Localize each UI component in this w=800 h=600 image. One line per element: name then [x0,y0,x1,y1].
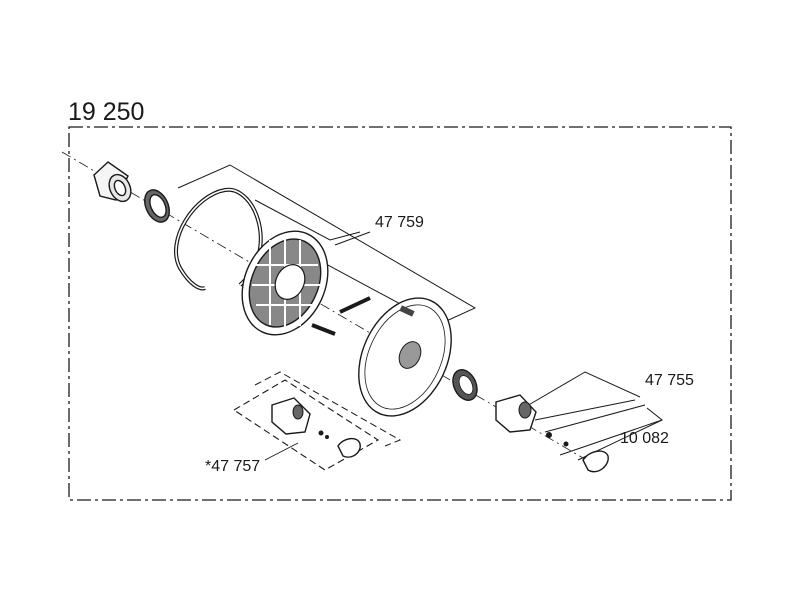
snap-ring-part [174,187,263,291]
callout-alt-handle-set: *47 757 [205,458,260,475]
handle-part [495,394,609,473]
seal-ring-part [144,189,170,223]
assembly-number: 19 250 [68,98,144,126]
callout-cap: 10 082 [620,430,669,447]
callout-handle-set: 47 755 [645,372,694,389]
rosette-ring-part [452,369,478,401]
screw-small-part [563,441,569,447]
callout-rosette-set: 47 759 [375,214,424,231]
rosette-cover-part [358,297,452,417]
outer-frame [68,126,732,501]
alt-handle-part [271,397,361,458]
alt-set-outline [232,371,402,471]
backing-plate-part [241,230,329,336]
cap-part [582,450,609,473]
screw-parts [311,296,371,336]
small-seal-part [546,432,552,438]
sleeve-part [93,161,132,203]
